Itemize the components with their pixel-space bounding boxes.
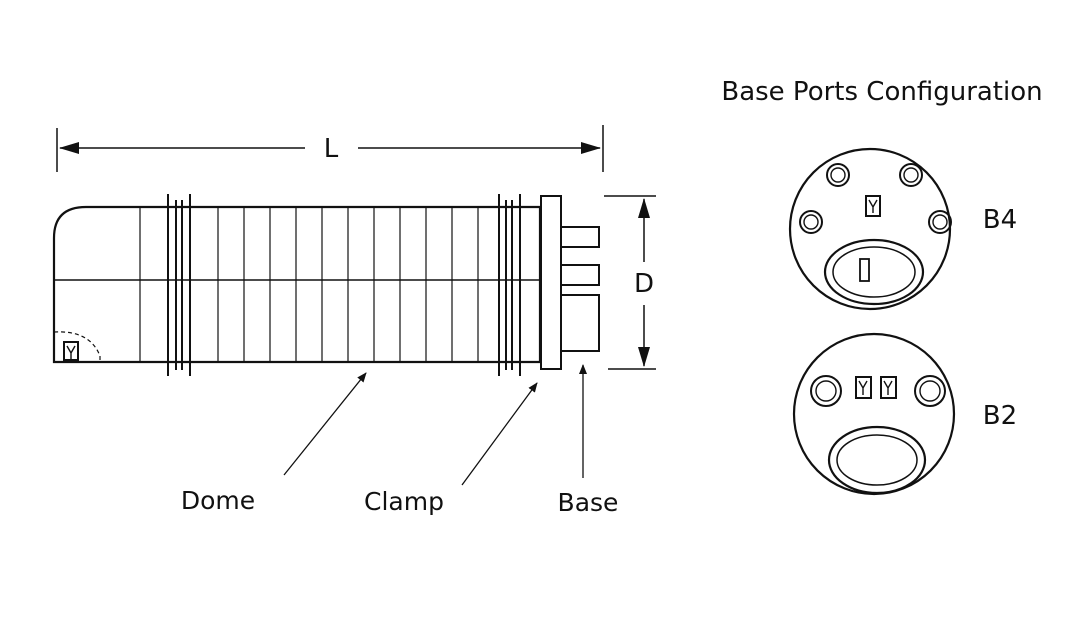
base-callout: Base: [558, 488, 619, 517]
dome-leader: [283, 372, 367, 476]
callout-leaders: [283, 364, 587, 486]
dome-body: [52, 194, 542, 376]
ports-panel-title: Base Ports Configuration: [721, 77, 1042, 107]
dome-callout: Dome: [181, 486, 255, 515]
b2-label: B2: [983, 401, 1017, 431]
diameter-dimension: [604, 195, 656, 370]
clamp-callout: Clamp: [364, 487, 444, 516]
length-dimension: [56, 125, 604, 172]
clamp-leader: [461, 382, 538, 486]
b2-port-face: [792, 332, 956, 496]
base-assembly: [540, 195, 600, 370]
b4-port-face: [788, 147, 952, 311]
length-label: L: [324, 134, 339, 164]
b4-label: B4: [983, 205, 1017, 235]
diameter-label: D: [634, 269, 654, 299]
